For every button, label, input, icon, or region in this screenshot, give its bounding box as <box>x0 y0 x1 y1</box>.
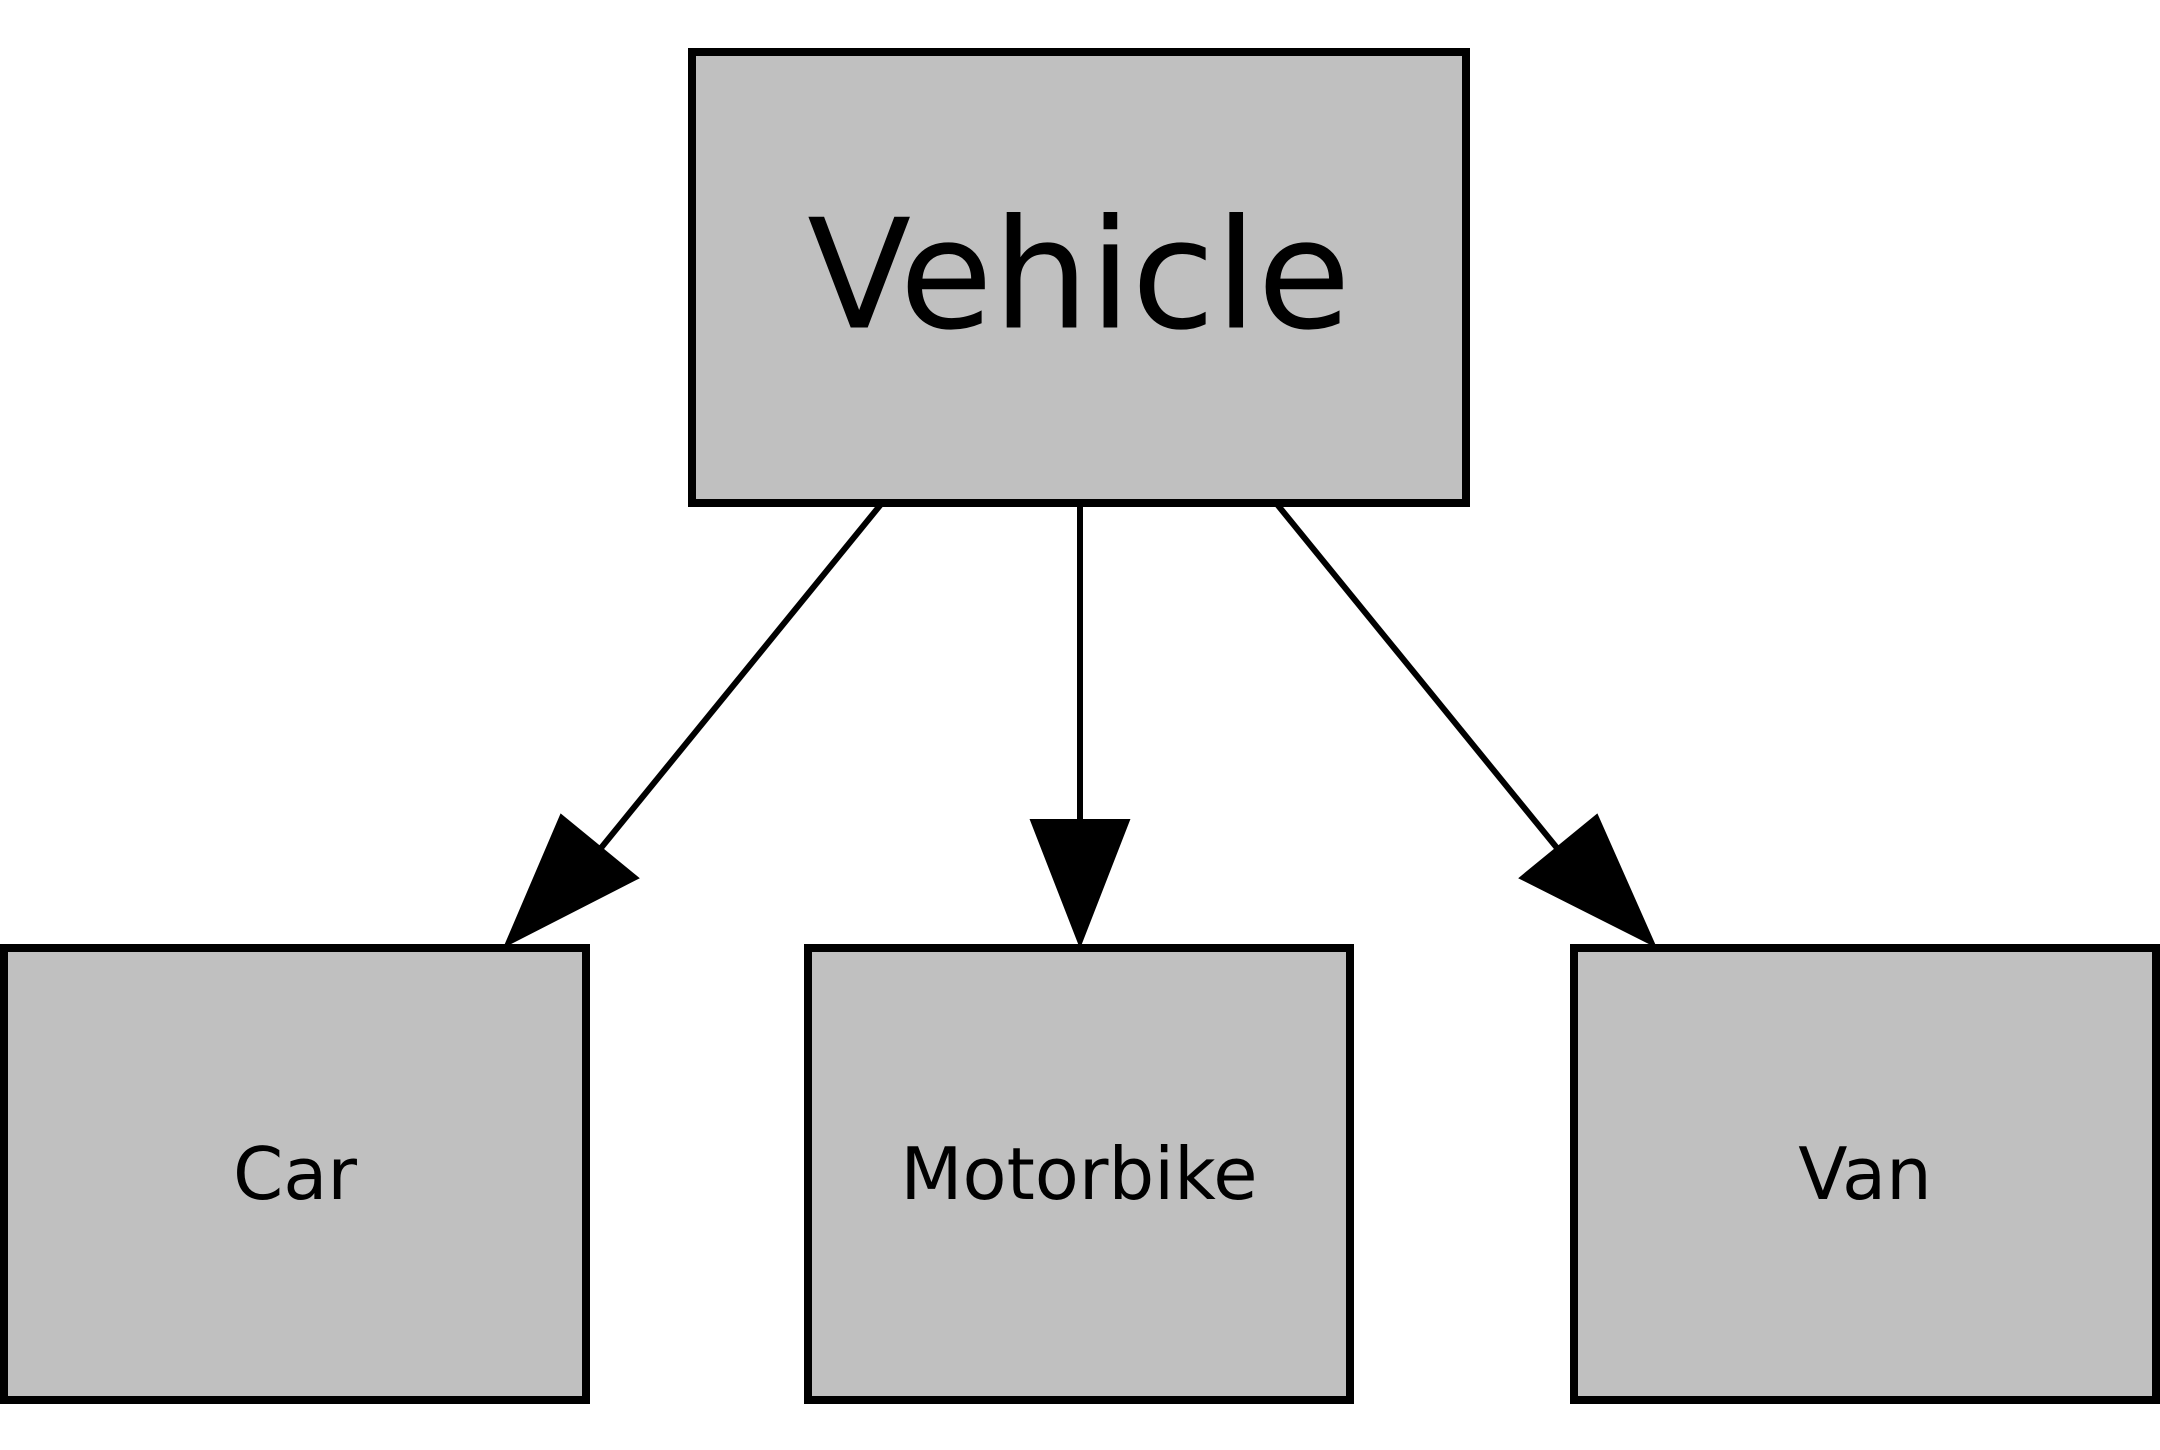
node-motorbike: Motorbike <box>804 944 1354 1404</box>
edges <box>502 501 1658 949</box>
edge-vehicle-motorbike <box>1029 503 1131 949</box>
node-car-box <box>0 944 590 1404</box>
arrowhead <box>502 813 640 949</box>
node-van-box <box>1570 944 2160 1404</box>
node-motorbike-box <box>804 944 1354 1404</box>
node-van-label: Van <box>1798 1132 1931 1216</box>
edge-line <box>598 501 885 850</box>
edge-vehicle-car <box>502 501 885 949</box>
arrowhead <box>1518 813 1658 949</box>
edge-line <box>1273 501 1560 850</box>
node-vehicle-box <box>688 48 1470 507</box>
arrowhead <box>1029 819 1131 949</box>
node-motorbike-label: Motorbike <box>900 1132 1257 1216</box>
node-vehicle-label: Vehicle <box>807 187 1351 364</box>
node-car: Car <box>0 944 590 1404</box>
node-van: Van <box>1570 944 2160 1404</box>
edge-vehicle-van <box>1273 501 1658 949</box>
node-car-label: Car <box>233 1132 357 1216</box>
node-vehicle: Vehicle <box>688 48 1470 507</box>
